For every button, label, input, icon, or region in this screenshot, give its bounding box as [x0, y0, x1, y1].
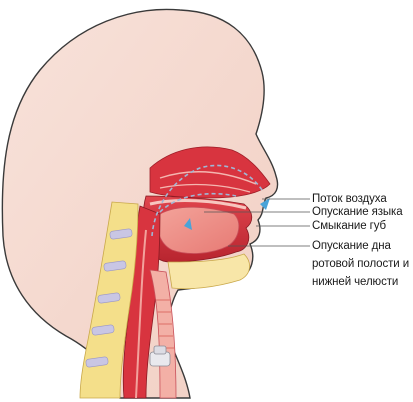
tongue [158, 207, 239, 253]
label-floor-lowering-3: нижней челюсти [312, 275, 398, 289]
label-floor-lowering-2: ротовой полости и [312, 257, 409, 271]
label-airflow: Поток воздуха [312, 192, 387, 206]
label-lip-closure: Смыкание губ [312, 219, 386, 233]
label-floor-lowering-1: Опускание дна [312, 239, 391, 253]
label-tongue-lowering: Опускание языка [312, 205, 403, 219]
